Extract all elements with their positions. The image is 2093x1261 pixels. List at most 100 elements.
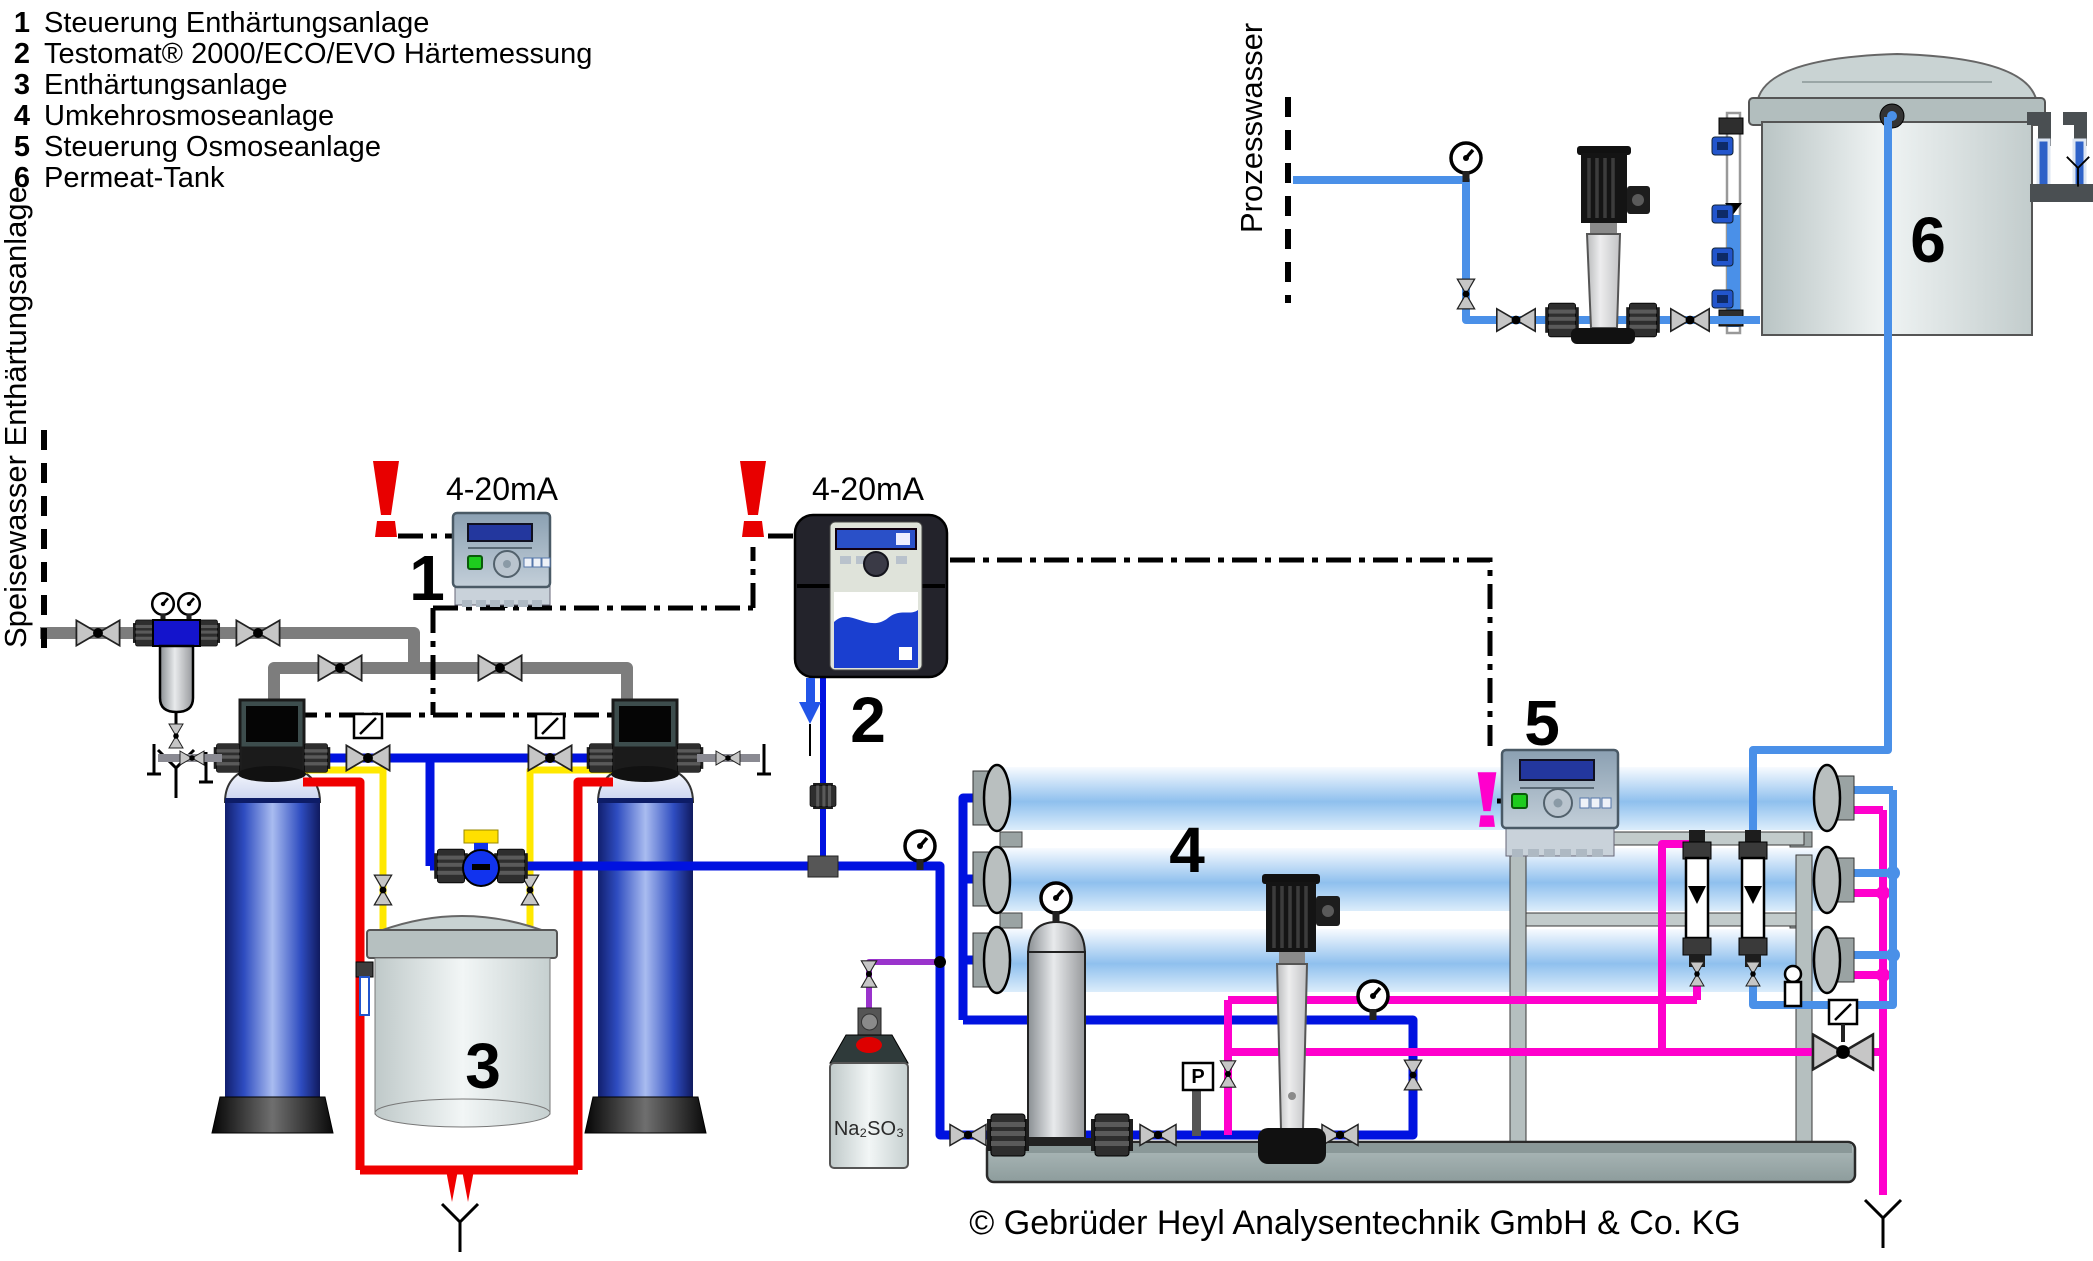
pump-base	[1571, 328, 1635, 344]
feed-header-pipe	[268, 662, 633, 705]
controller-terminals	[462, 600, 542, 607]
pipe-coupling-icon	[809, 782, 837, 810]
legend-row: 1 Steuerung Enthärtungsanlage	[14, 7, 429, 39]
legend-label: Steuerung Osmoseanlage	[44, 131, 381, 163]
flow-meter-concentrate	[1681, 828, 1713, 969]
valve-icon	[317, 654, 363, 682]
pipe-junction-dot	[934, 956, 946, 968]
regeneration-piping	[303, 766, 613, 1254]
control-wiring	[292, 533, 1504, 804]
tag-4: 4	[1169, 814, 1205, 886]
brine-level-tube	[359, 976, 370, 1016]
tank-base	[211, 1096, 334, 1134]
tank-overflow	[2027, 112, 2093, 202]
permeate-to-tank-pipe	[1749, 117, 1892, 843]
softener-controller	[451, 511, 552, 607]
mount-bracket-icon	[147, 744, 161, 776]
legend-label: Permeat-Tank	[44, 162, 225, 194]
legend-num: 1	[14, 7, 30, 39]
conductivity-probe	[1783, 964, 1803, 1008]
testomat	[793, 513, 949, 756]
dosing-canister: Na₂SO₃	[829, 1007, 909, 1169]
signal-label-testomat: 4-20mA	[812, 471, 925, 507]
legend-row: 5 Steuerung Osmoseanlage	[14, 131, 381, 163]
level-gauge-fitting	[1718, 117, 1744, 135]
controller-keypad-center	[1553, 798, 1563, 808]
pump-body	[1275, 963, 1309, 1131]
level-sensor-window	[1717, 210, 1728, 218]
pump-port	[1288, 1092, 1296, 1100]
brine-body	[374, 957, 551, 1115]
valve-actuator-icon	[1827, 998, 1859, 1026]
vessel-body	[1027, 951, 1086, 1139]
skid-base-lip	[990, 1144, 1852, 1153]
flow-meter-permeate	[1737, 828, 1769, 969]
flow-restrictor-icon	[534, 712, 566, 740]
pump-neck	[1279, 952, 1305, 964]
valve-icon	[75, 619, 121, 647]
drain-arrow-icon	[799, 702, 821, 724]
softener-head-right	[586, 698, 771, 782]
overflow-pipe	[2036, 138, 2051, 190]
pip e-coupling-icon	[1090, 1113, 1134, 1157]
pressure-gauge-icon	[176, 591, 202, 623]
end-cap	[982, 925, 1012, 995]
brine-body-bottom	[374, 1098, 551, 1128]
valve-icon	[168, 723, 184, 749]
power-button	[1511, 793, 1528, 809]
filter-head	[152, 619, 201, 647]
legend-num: 4	[14, 100, 30, 132]
end-cap	[982, 763, 1012, 833]
tank-body	[225, 803, 320, 1097]
sample-takeoff	[807, 782, 839, 878]
permeate-manifold	[1749, 790, 1897, 1009]
head-display-screen	[619, 706, 671, 742]
dosing-piping	[860, 956, 946, 1008]
pressure-gauge-icon	[1356, 979, 1390, 1022]
membrane-support	[999, 912, 1023, 929]
pump-base	[1258, 1128, 1326, 1164]
legend-label: Steuerung Enthärtungsanlage	[44, 7, 429, 39]
legend-row: 6 Permeat-Tank	[14, 162, 225, 194]
pump-motor-fins	[1587, 158, 1615, 218]
legend-row: 2 Testomat® 2000/ECO/EVO Härtemessung	[14, 38, 593, 70]
level-sensor-window	[1717, 295, 1728, 303]
head-valve-skirt	[238, 766, 306, 782]
flow-restrictor-icon	[352, 712, 384, 740]
permeat-tank	[1711, 52, 2093, 336]
softener-tank-left	[211, 762, 334, 1134]
signal-label-controller1: 4-20mA	[446, 471, 559, 507]
overflow-u-fitting	[2030, 184, 2093, 202]
drain-arrow-icon	[462, 1170, 474, 1202]
process-pump	[1571, 146, 1650, 344]
end-cap	[1812, 925, 1842, 995]
pump-neck	[1590, 223, 1617, 234]
mount-bracket-icon	[757, 744, 771, 776]
pipe-junction-dot	[1876, 968, 1890, 982]
valve-icon	[477, 654, 523, 682]
canister-cap	[856, 1037, 882, 1053]
pressure-gauge-icon	[1039, 881, 1073, 924]
meter-dial	[472, 864, 490, 870]
drain-icon	[440, 1202, 480, 1254]
wire-testomat-to-controller5	[950, 557, 1493, 746]
valve-icon	[949, 1123, 987, 1147]
testomat-knob	[863, 551, 889, 577]
tag-6: 6	[1910, 204, 1946, 276]
copyright-text: © Gebrüder Heyl Analysentechnik GmbH & C…	[969, 1204, 1741, 1242]
controller-lcd	[1519, 759, 1595, 781]
overflow-elbow-icon	[2027, 112, 2051, 146]
drain-arrow-icon	[446, 1170, 458, 1202]
processwater-piping	[1293, 141, 1760, 338]
process-pipe	[1293, 176, 1760, 324]
legend: 1 Steuerung Enthärtungsanlage 2 Testomat…	[14, 7, 593, 194]
heyl-logo-icon	[897, 645, 914, 662]
drain-pipe-right	[573, 777, 613, 1170]
meter-neck	[474, 843, 488, 853]
pump-motor-cap	[1577, 146, 1631, 155]
water-meter	[433, 829, 529, 887]
membrane-vessel-1	[997, 767, 1827, 830]
tank-body	[1761, 121, 2033, 336]
valve-icon	[373, 874, 393, 906]
